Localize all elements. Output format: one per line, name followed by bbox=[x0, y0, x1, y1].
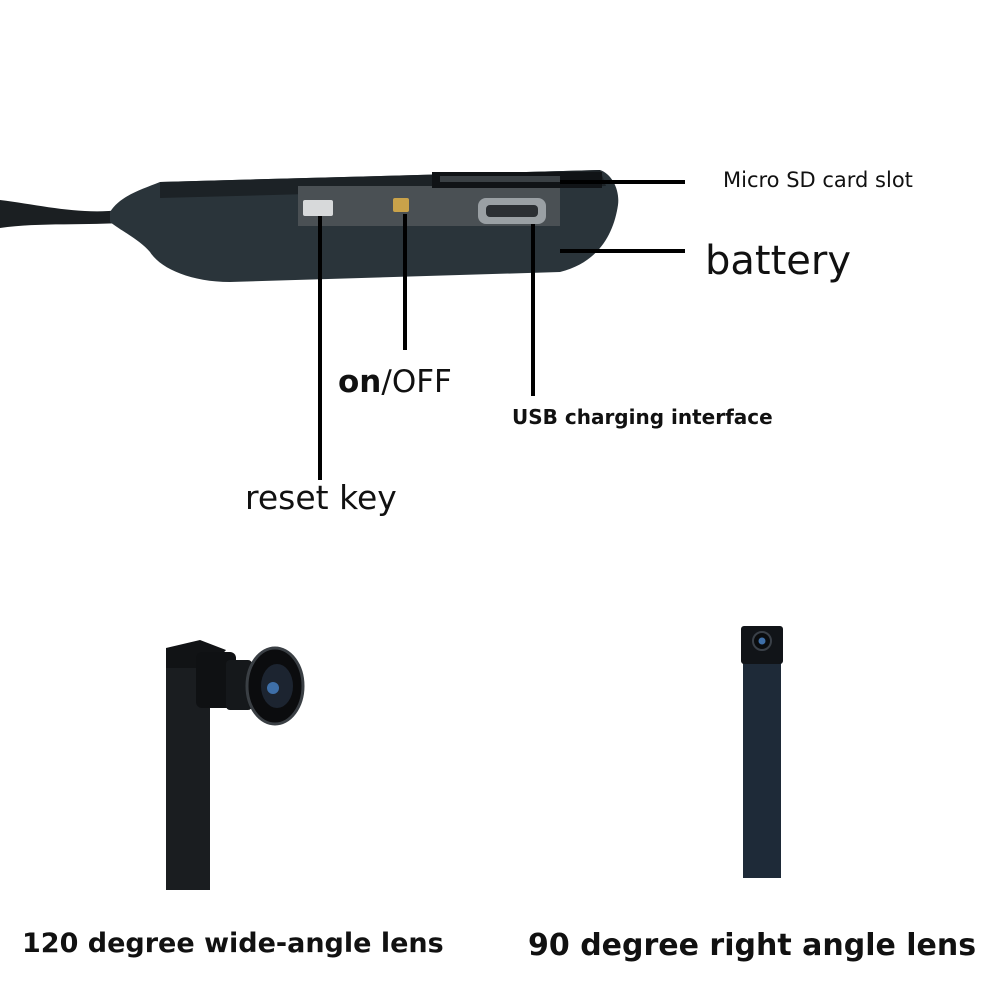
power-on-text: on bbox=[338, 364, 382, 400]
reset-key bbox=[303, 200, 333, 216]
reset-key-label: reset key bbox=[245, 478, 397, 517]
wide-lens-caption: 120 degree wide-angle lens bbox=[22, 928, 444, 959]
right-lens-ribbon bbox=[743, 640, 781, 878]
cable bbox=[0, 200, 130, 228]
usb-leader bbox=[531, 224, 535, 396]
battery-label: battery bbox=[705, 238, 851, 284]
power-leader bbox=[403, 214, 407, 350]
right-lens-caption: 90 degree right angle lens bbox=[528, 928, 977, 963]
reset-leader bbox=[318, 216, 322, 480]
usb-label: USB charging interface bbox=[512, 405, 773, 429]
battery-leader bbox=[560, 249, 685, 253]
sd-slot-leader bbox=[560, 180, 685, 184]
power-switch bbox=[393, 198, 409, 212]
power-off-text: /OFF bbox=[381, 364, 452, 400]
sd-slot-label: Micro SD card slot bbox=[723, 168, 913, 192]
power-switch-label: on/OFF bbox=[338, 364, 452, 400]
